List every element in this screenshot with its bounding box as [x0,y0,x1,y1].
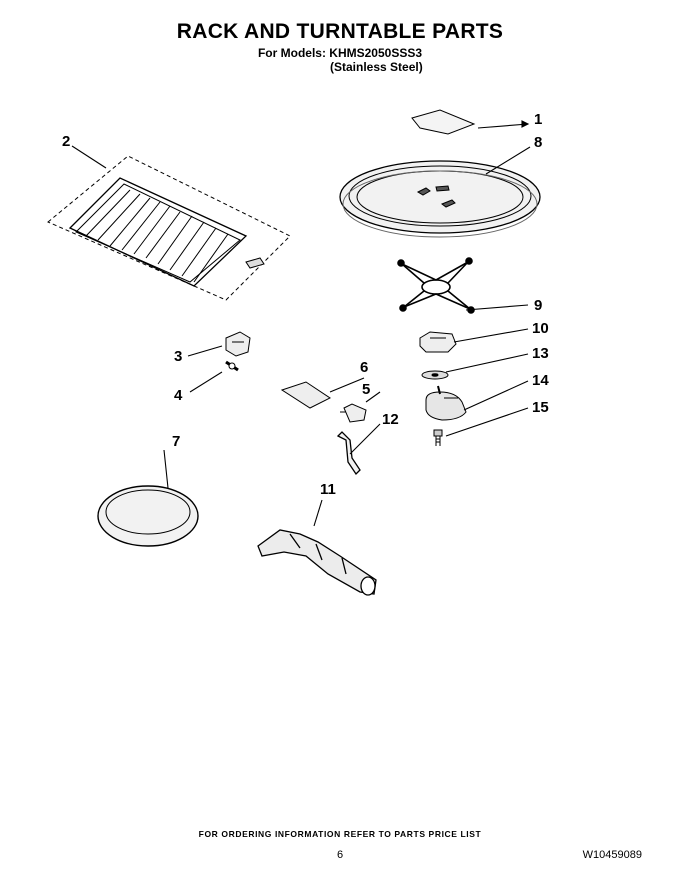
ordering-note: FOR ORDERING INFORMATION REFER TO PARTS … [198,829,482,839]
callout-15: 15 [532,399,549,416]
finish-line: (Stainless Steel) [330,60,423,74]
callout-1: 1 [534,111,542,128]
page-number: 6 [336,849,344,861]
part-3-latch [225,331,251,357]
callout-11: 11 [320,481,336,498]
part-5-connector [340,403,367,423]
callout-5: 5 [362,381,370,398]
part-10-coupler [419,331,457,353]
callout-6: 6 [360,359,368,376]
callout-7: 7 [172,433,180,450]
callout-10: 10 [532,320,549,337]
part-9-roller-support [397,257,475,314]
part-1-plate [411,109,476,135]
callout-8: 8 [534,134,542,151]
callout-12: 12 [382,411,399,428]
callout-4: 4 [174,387,183,404]
model-line: For Models: KHMS2050SSS3 [257,46,423,60]
part-7-tray [97,485,199,547]
callout-9: 9 [534,297,542,314]
part-2-rack [47,155,291,301]
part-8-turntable [339,160,541,238]
page-title: RACK AND TURNTABLE PARTS [176,20,504,43]
part-11-handle [257,529,377,596]
part-13-washer [421,370,449,380]
callout-2: 2 [62,133,70,150]
callout-3: 3 [174,348,182,365]
callout-13: 13 [532,345,549,362]
part-15-screw [433,429,443,446]
part-4-bulb [225,360,239,372]
part-14-motor [425,385,467,421]
leader-lines [71,120,531,527]
document-number: W10459089 [582,849,642,861]
part-6-plate [280,381,331,409]
part-12-bracket [336,431,361,476]
callout-14: 14 [532,372,549,389]
